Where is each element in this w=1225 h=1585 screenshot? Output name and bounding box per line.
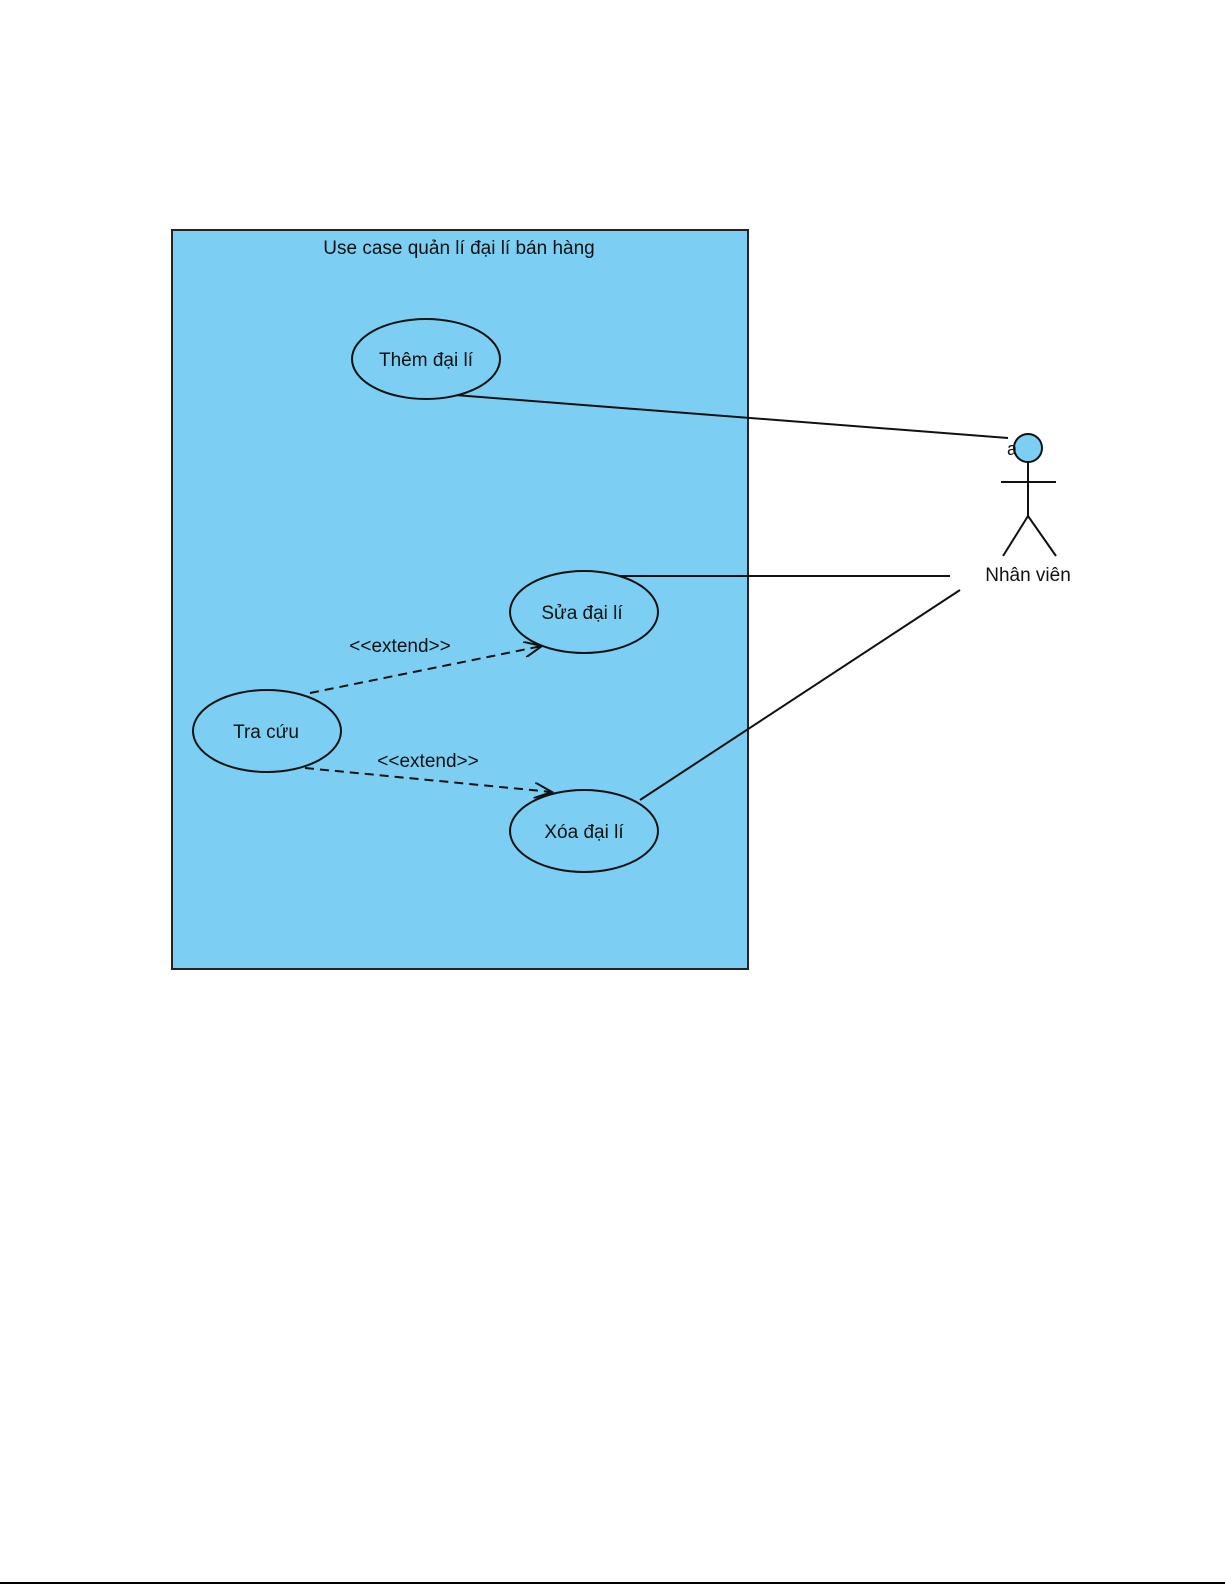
use-case-label: Thêm đại lí: [379, 350, 474, 371]
extend-label-1: <<extend>>: [349, 636, 450, 657]
use-case-them-dai-li[interactable]: Thêm đại lí: [351, 318, 501, 400]
extend-arrow-xoa: [304, 767, 552, 792]
actor-name: Nhân viên: [985, 565, 1071, 586]
extend-arrow-sua: [309, 646, 542, 694]
actor-nhan-vien[interactable]: a Nhân viên: [985, 433, 1071, 586]
use-case-tra-cuu[interactable]: Tra cứu: [192, 689, 342, 773]
system-title: Use case quản lí đại lí bán hàng: [323, 238, 594, 259]
use-case-label: Sửa đại lí: [541, 603, 623, 624]
association-them: [454, 394, 1009, 439]
actor-head-label: a: [1007, 439, 1018, 459]
actor-head: [1013, 433, 1043, 463]
association-xoa: [639, 589, 961, 801]
extend-label-2: <<extend>>: [377, 751, 478, 772]
use-case-sua-dai-li[interactable]: Sửa đại lí: [509, 570, 659, 654]
use-case-label: Tra cứu: [233, 722, 299, 743]
use-case-label: Xóa đại lí: [544, 822, 624, 843]
use-case-xoa-dai-li[interactable]: Xóa đại lí: [509, 789, 659, 873]
